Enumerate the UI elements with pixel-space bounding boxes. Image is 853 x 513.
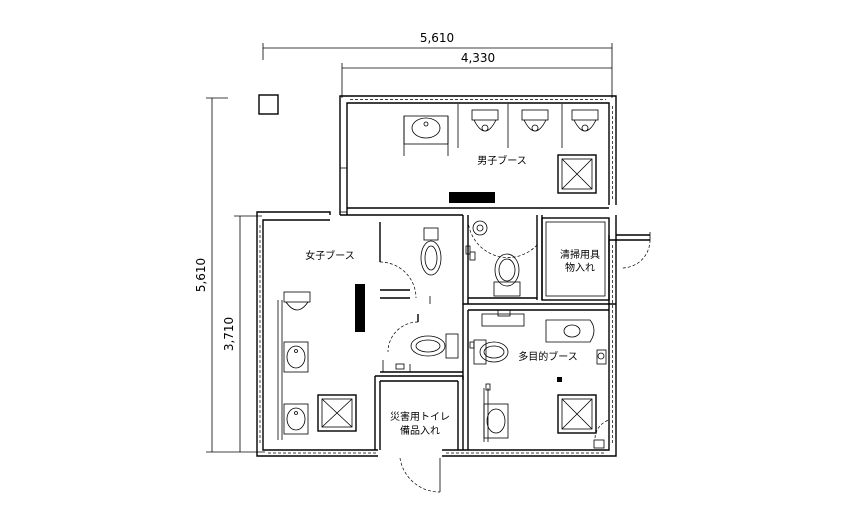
multipurpose-fixtures <box>469 309 607 449</box>
dimension-top-total: 5,610 <box>262 31 613 98</box>
label-cleaning-storage-line1: 清掃用具 <box>560 248 600 261</box>
urinal-1 <box>471 109 499 132</box>
label-disaster-toilet-line1: 災害用トイレ <box>390 410 450 423</box>
mens-fixtures <box>403 104 599 203</box>
interior-partitions <box>374 215 616 450</box>
dimension-left-total: 5,610 <box>194 97 265 453</box>
doors <box>379 219 651 493</box>
label-disaster-toilet-line2: 備品入れ <box>400 424 440 437</box>
womens-fixtures <box>277 227 471 440</box>
label-cleaning-storage-line2: 物入れ <box>565 261 595 274</box>
urinal-2 <box>521 109 549 132</box>
dimension-inner-height: 3,710 <box>222 317 236 351</box>
wall-stub <box>339 167 348 213</box>
dimension-total-height: 5,610 <box>194 258 208 292</box>
womens-sink-2 <box>283 403 309 435</box>
urinal-3 <box>571 109 599 132</box>
womens-sink-1 <box>283 341 309 373</box>
dimension-inner-width: 4,330 <box>461 51 495 65</box>
label-mens-booth: 男子ブース <box>477 154 527 167</box>
dimension-total-width: 5,610 <box>420 31 454 45</box>
label-womens-booth: 女子ブース <box>305 249 355 262</box>
outer-walls <box>256 95 650 457</box>
dimension-top-inner: 4,330 <box>341 51 612 98</box>
label-multipurpose-booth: 多目的ブース <box>518 350 578 363</box>
mens-toilet <box>469 220 521 297</box>
dimension-left-inner: 3,710 <box>222 215 262 452</box>
reference-square <box>258 94 279 115</box>
